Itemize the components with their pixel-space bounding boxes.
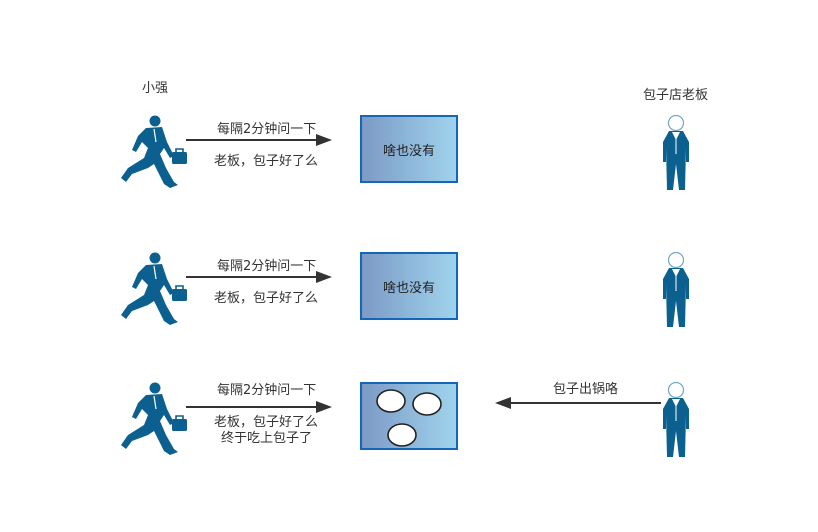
running-businessman-icon <box>121 252 187 325</box>
bun-icon <box>412 392 442 416</box>
buns-ready-label: 包子出锅咯 <box>553 382 619 397</box>
running-businessman-icon <box>121 382 187 455</box>
standing-boss-icon <box>663 114 689 190</box>
steamer-box <box>360 382 458 450</box>
box-status-text: 啥也没有 <box>382 143 435 159</box>
ask-question-label: 老板，包子好了么 <box>214 154 319 169</box>
bun-icon <box>387 423 417 447</box>
arrow-right <box>186 134 332 146</box>
running-businessman-icon <box>121 115 187 188</box>
ask-interval-label: 每隔2分钟问一下 <box>217 122 317 137</box>
arrow-left <box>495 397 661 409</box>
standing-boss-icon <box>663 381 689 457</box>
ask-question-label: 老板，包子好了么 <box>214 415 319 430</box>
ask-question-label: 老板，包子好了么 <box>214 291 319 306</box>
ask-interval-label: 每隔2分钟问一下 <box>217 259 317 274</box>
arrow-right <box>186 271 332 283</box>
box-status-text: 啥也没有 <box>382 280 435 296</box>
steamer-box: 啥也没有 <box>360 252 458 320</box>
ate-buns-label: 终于吃上包子了 <box>221 431 313 446</box>
customer-title: 小强 <box>142 81 169 96</box>
arrow-right <box>186 401 332 413</box>
bun-icon <box>376 389 406 413</box>
steamer-box: 啥也没有 <box>360 115 458 183</box>
ask-interval-label: 每隔2分钟问一下 <box>217 383 317 398</box>
boss-title: 包子店老板 <box>643 88 709 103</box>
standing-boss-icon <box>663 251 689 327</box>
